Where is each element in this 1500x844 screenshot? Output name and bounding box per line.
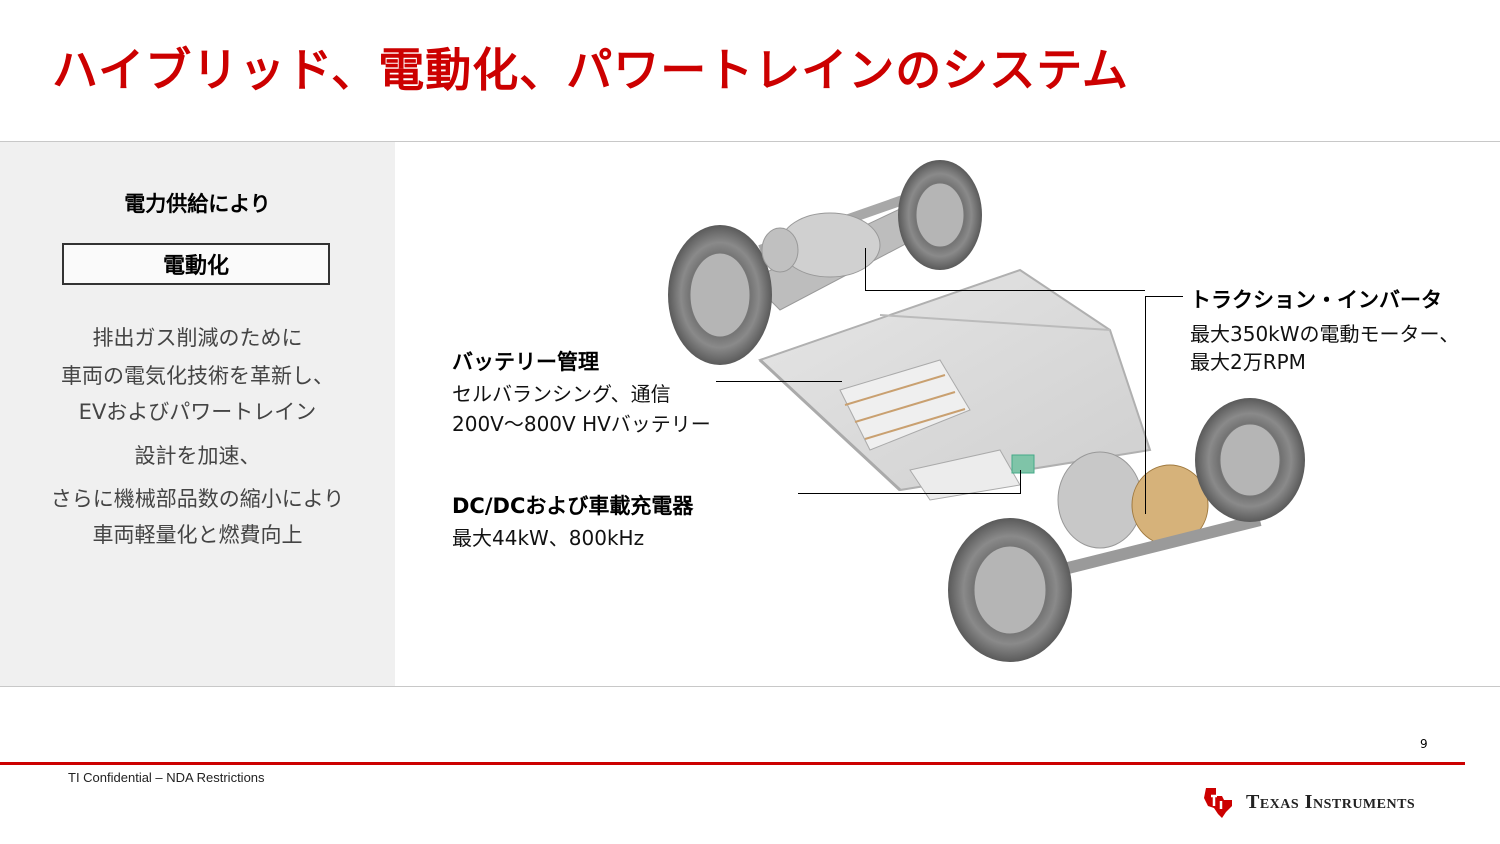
leader-inverter-top	[865, 290, 1145, 291]
side-line-6: 車両軽量化と燃費向上	[92, 523, 303, 547]
side-line-5: さらに機械部品数の縮小により	[50, 487, 345, 511]
rear-left-wheel	[668, 225, 772, 365]
battery-line-2: 200V～800V HVバッテリー	[452, 412, 711, 436]
battery-pack	[758, 268, 1152, 501]
ti-logo: Texas Instruments	[1200, 784, 1415, 820]
footer-red-rule	[0, 762, 1465, 765]
dcdc-line-1: 最大44kW、800kHz	[452, 526, 645, 550]
rear-motor	[761, 212, 881, 278]
ev-chassis-image	[668, 160, 1305, 662]
side-line-1: 排出ガス削減のために	[92, 326, 303, 350]
leader-rear-motor	[865, 248, 866, 290]
leader-inverter-tick	[1145, 296, 1183, 297]
slide-title: ハイブリッド、電動化、パワートレインのシステム	[52, 43, 1129, 97]
side-line-2: 車両の電気化技術を革新し、	[61, 364, 334, 388]
side-panel	[0, 142, 395, 686]
front-motor	[1057, 451, 1262, 576]
dcdc-module	[1011, 454, 1035, 474]
leader-dcdc-vertical	[1020, 470, 1021, 494]
ti-logo-text: Texas Instruments	[1246, 790, 1416, 813]
front-right-wheel	[1195, 398, 1305, 522]
inverter-line-1: 最大350kWの電動モーター、	[1190, 322, 1460, 346]
texas-state-icon	[1204, 788, 1232, 818]
page-number: 9	[1420, 737, 1428, 751]
front-left-wheel	[948, 518, 1072, 662]
top-divider	[0, 141, 1500, 142]
inverter-title: トラクション・インバータ	[1190, 288, 1442, 312]
battery-title: バッテリー管理	[452, 350, 599, 374]
dcdc-title: DC/DCおよび車載充電器	[452, 494, 694, 518]
side-line-3: EVおよびパワートレイン	[78, 400, 317, 424]
battery-line-1: セルバランシング、通信	[452, 382, 671, 406]
electrification-box: 電動化	[62, 243, 330, 285]
leader-battery	[716, 381, 842, 382]
bottom-divider	[0, 686, 1500, 687]
side-heading: 電力供給により	[124, 192, 271, 216]
inverter-line-2: 最大2万RPM	[1190, 350, 1306, 374]
confidential-notice: TI Confidential – NDA Restrictions	[68, 770, 265, 785]
rear-right-wheel	[898, 160, 982, 270]
side-line-4: 設計を加速、	[134, 444, 261, 468]
leader-dcdc	[798, 493, 1020, 494]
leader-inverter-vertical	[1145, 296, 1146, 514]
